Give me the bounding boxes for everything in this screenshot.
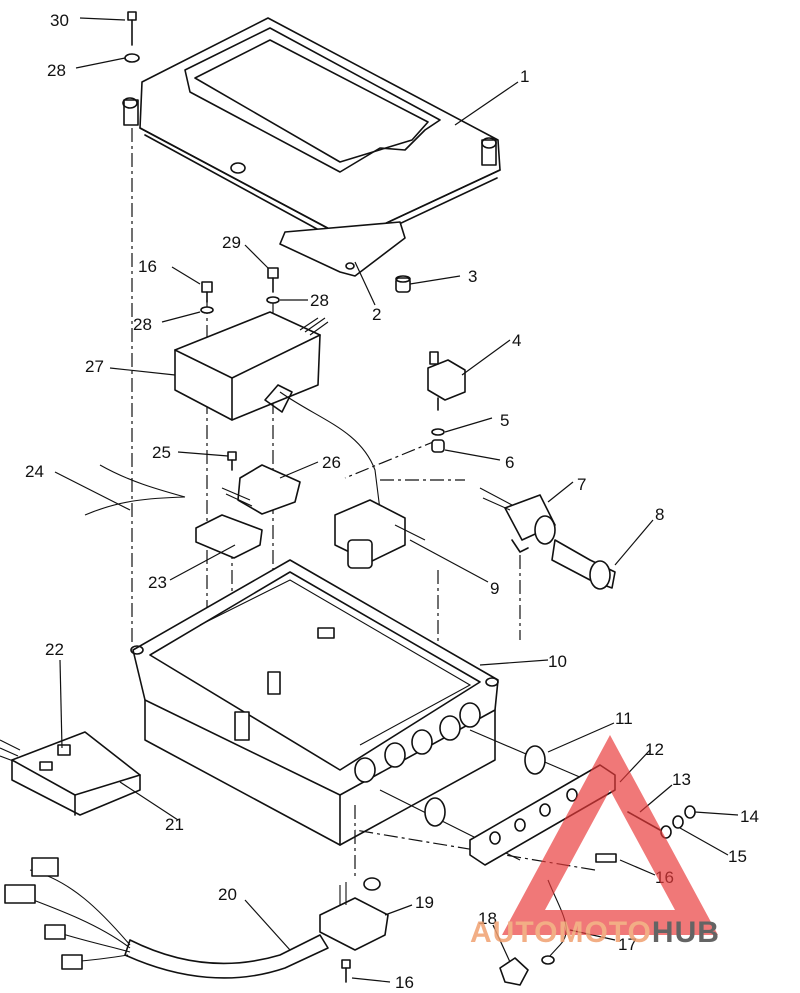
callout-2: 2 [372,305,381,324]
part-26-relay [221,451,301,515]
part-16-29-screws-top [200,267,280,314]
callout-14: 14 [740,807,759,826]
part-18-connector [499,957,529,986]
watermark-text-part1: AUTOMOTO [470,916,652,949]
callout-30: 30 [50,11,69,30]
callout-1: 1 [520,67,529,86]
callout-15: 15 [728,847,747,866]
leader-lines [54,17,739,983]
callout-25: 25 [152,443,171,462]
callout-19: 19 [415,893,434,912]
callout-20: 20 [218,885,237,904]
watermark-text-part2: HUB [652,916,720,949]
part-1-top-cover [122,17,501,248]
callout-numbers: 30 28 1 2 3 4 5 6 7 8 9 10 11 12 13 14 1… [25,11,759,992]
watermark-logo-text: AUTOMOTOHUB [470,916,720,949]
part-20-harness [4,857,329,979]
part-3-spacer [395,275,411,293]
part-23-terminal-block [195,514,263,559]
callout-23: 23 [148,573,167,592]
part-2-gasket [279,221,406,277]
callout-9: 9 [490,579,499,598]
part-30-screw-top [124,11,140,63]
part-8-boot [551,539,616,590]
callout-16-top: 16 [138,257,157,276]
callout-6: 6 [505,453,514,472]
callout-28-left: 28 [133,315,152,334]
automotohub-watermark: AUTOMOTOHUB [470,735,720,949]
callout-13: 13 [672,770,691,789]
callout-18: 18 [478,909,497,928]
part-7-coil [479,487,556,553]
part-19-terminal [319,877,389,983]
callout-4: 4 [512,331,521,350]
part-27-module-box [174,311,381,511]
callout-28-right: 28 [310,291,329,310]
callout-11: 11 [615,709,633,728]
callout-10: 10 [548,652,567,671]
part-4-switch [427,351,466,453]
part-21-22-control-module [0,731,141,816]
callout-7: 7 [577,475,586,494]
part-9-regulator [334,499,426,569]
callout-26: 26 [322,453,341,472]
callout-28-top: 28 [47,61,66,80]
watermark-triangle-icon [502,735,718,935]
callout-5: 5 [500,411,509,430]
callout-16-bottom: 16 [395,973,414,992]
part-24-wire [84,464,186,516]
callout-22: 22 [45,640,64,659]
callout-12: 12 [645,740,664,759]
callout-21: 21 [165,815,184,834]
callout-3: 3 [468,267,477,286]
part-10-housing [130,559,499,846]
callout-24: 24 [25,462,44,481]
callout-8: 8 [655,505,664,524]
callout-27: 27 [85,357,104,376]
callout-29: 29 [222,233,241,252]
callout-17: 17 [618,935,637,954]
